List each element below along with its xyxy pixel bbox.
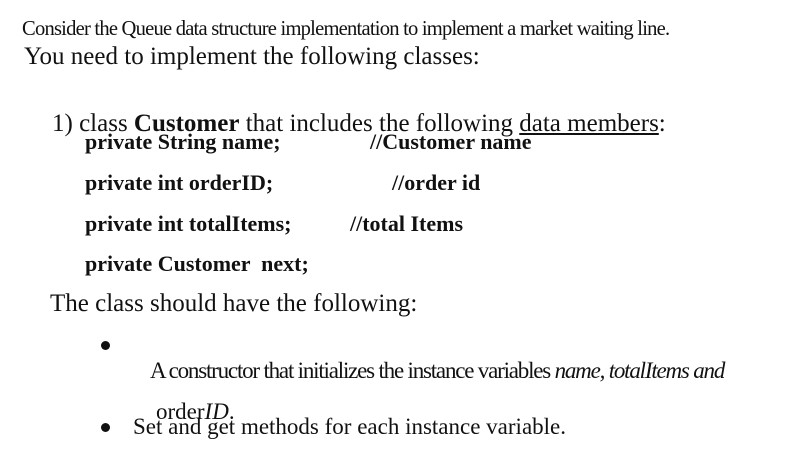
bullet-icon [101,341,110,350]
bullet-item-set-get: Set and get methods for each instance va… [133,414,567,439]
bullet-1-line2-italic: ID [204,399,229,425]
member-declaration: private int orderID; [85,170,274,195]
class-requirements-line: The class should have the following: [50,290,418,317]
item-1-heading: 1) class Customer that includes the foll… [27,81,666,167]
data-member-row: private String name; //Customer name [0,129,811,155]
data-member-row: private int orderID; //order id [0,170,811,196]
member-declaration: private String name; [85,129,281,154]
item-1-suffix: : [658,109,666,137]
data-member-row: private int totalItems; //total Items [0,211,811,237]
data-members-underlined: data members [519,109,659,137]
bullet-1-italic-variables: name, totalItems and [554,358,726,384]
member-comment: //Customer name [370,129,532,154]
class-name-bold: Customer [133,109,240,137]
item-1-prefix: 1) class [52,109,134,137]
member-comment: //order id [392,170,481,195]
member-comment: //total Items [350,211,464,236]
intro-paragraph: Consider the Queue data structure implem… [22,16,670,40]
item-1-mid: that includes the following [239,109,520,137]
data-member-row: private Customer next; [0,251,811,277]
bullet-item-constructor: A constructor that initializes the insta… [133,332,726,411]
bullet-icon [101,423,110,432]
bullet-1-regular-text: A constructor that initializes the insta… [149,358,555,384]
bullet-item-constructor-wrap: orderID. [133,373,235,452]
member-declaration: private int totalItems; [85,211,292,236]
member-declaration: private Customer next; [85,251,309,276]
classes-instruction: You need to implement the following clas… [24,43,480,70]
bullet-1-line2-regular: order [156,399,205,425]
bullet-1-line2-period: . [228,399,235,425]
